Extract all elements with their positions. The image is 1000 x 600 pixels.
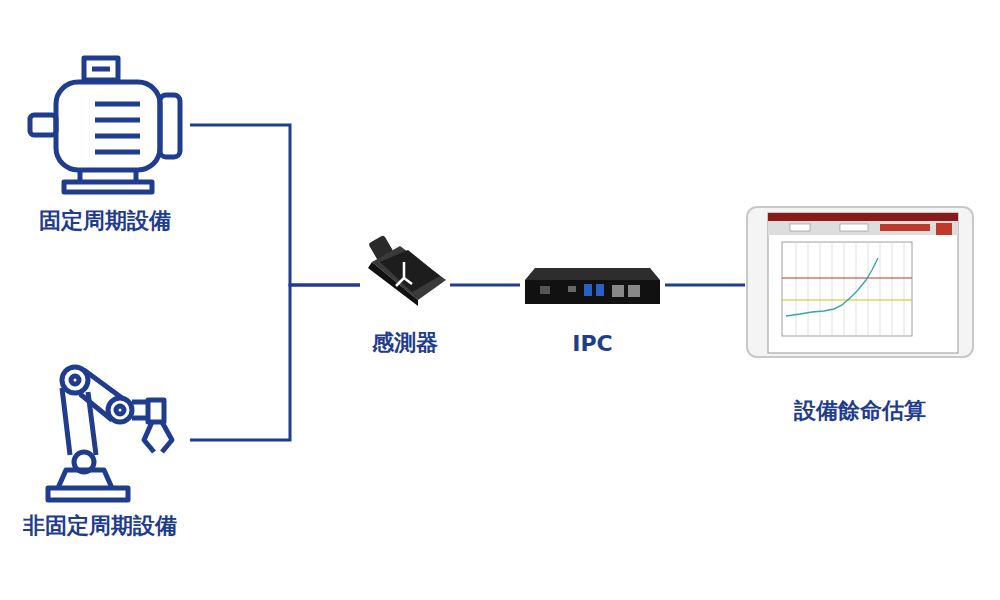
non-fixed-cycle-equipment: 非固定周期設備: [10, 355, 190, 540]
connector-line: [665, 284, 745, 287]
sensor-node: 感測器: [360, 232, 450, 357]
fixed-cycle-equipment: 固定周期設備: [20, 50, 190, 235]
sensor-device: [368, 235, 446, 306]
node-label: 非固定周期設備: [10, 512, 190, 540]
ipc-node: IPC: [520, 258, 665, 358]
tablet-device: [747, 207, 973, 357]
motor-icon: [30, 58, 180, 192]
node-label: IPC: [520, 330, 665, 358]
connector-line: [190, 125, 360, 285]
node-label: 設備餘命估算: [745, 397, 975, 425]
node-label: 固定周期設備: [20, 207, 190, 235]
robot-arm-icon: [48, 367, 172, 500]
connector-line: [450, 284, 520, 287]
connector-line: [190, 285, 360, 440]
node-label: 感測器: [360, 329, 450, 357]
ipc-device: [525, 268, 660, 304]
life-estimation-node: 設備餘命估算: [745, 205, 975, 425]
